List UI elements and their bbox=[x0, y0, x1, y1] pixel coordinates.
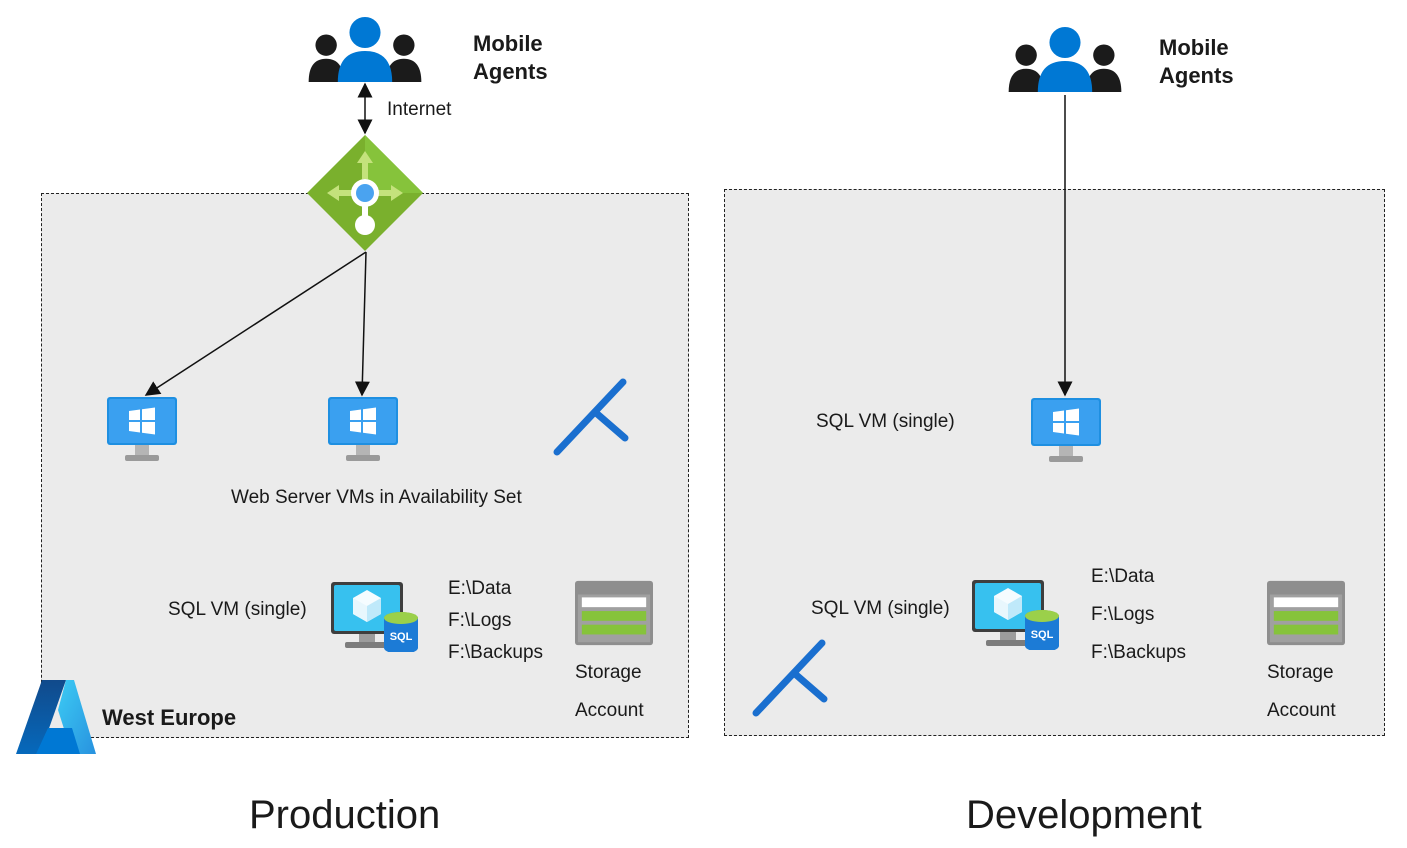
dev-drive-backups: F:\Backups bbox=[1091, 642, 1187, 663]
dev-storage-label-2: Account bbox=[1267, 700, 1336, 721]
azure-logo-icon bbox=[16, 680, 96, 754]
web-vm-2-icon bbox=[328, 397, 398, 463]
region-label: West Europe bbox=[102, 705, 237, 730]
dev-drive-data: E:\Data bbox=[1091, 566, 1155, 587]
internet-label: Internet bbox=[387, 99, 452, 120]
development-title: Development bbox=[966, 793, 1202, 837]
prod-sql-vm-label: SQL VM (single) bbox=[168, 599, 307, 620]
prod-drive-logs: F:\Logs bbox=[448, 610, 512, 631]
dev-mobile-agents-label: Mobile Agents bbox=[1159, 35, 1234, 88]
dev-storage-label-1: Storage bbox=[1267, 662, 1334, 683]
dev-sql-vm-label-upper: SQL VM (single) bbox=[816, 411, 955, 432]
dev-vnet-icon bbox=[752, 639, 828, 717]
load-balancer-icon bbox=[307, 135, 423, 251]
dev-mobile-agents-icon bbox=[1006, 26, 1124, 94]
mobile-agents-icon bbox=[306, 16, 424, 84]
web-vms-label: Web Server VMs in Availability Set bbox=[231, 487, 522, 508]
prod-mobile-agents-label: Mobile Agents bbox=[473, 31, 548, 84]
dev-storage-account-icon bbox=[1267, 580, 1345, 646]
web-vm-1-icon bbox=[107, 397, 177, 463]
prod-sql-badge: SQL bbox=[390, 631, 413, 643]
dev-drive-logs: F:\Logs bbox=[1091, 604, 1155, 625]
production-title: Production bbox=[249, 793, 441, 837]
prod-vnet-icon bbox=[553, 378, 629, 456]
dev-sql-badge: SQL bbox=[1031, 629, 1054, 641]
lb-to-web-vm-1-connector bbox=[144, 251, 367, 396]
dev-sql-vm-label-lower: SQL VM (single) bbox=[811, 598, 950, 619]
prod-drive-data: E:\Data bbox=[448, 578, 512, 599]
lb-to-web-vm-2-connector bbox=[354, 251, 370, 397]
prod-storage-label-1: Storage bbox=[575, 662, 642, 683]
prod-sql-vm-icon: SQL bbox=[331, 582, 421, 652]
prod-storage-account-icon bbox=[575, 580, 653, 646]
prod-storage-label-2: Account bbox=[575, 700, 644, 721]
dev-sql-vm-icon: SQL bbox=[972, 580, 1062, 650]
prod-drive-backups: F:\Backups bbox=[448, 642, 544, 663]
dev-vm-icon bbox=[1031, 398, 1101, 464]
